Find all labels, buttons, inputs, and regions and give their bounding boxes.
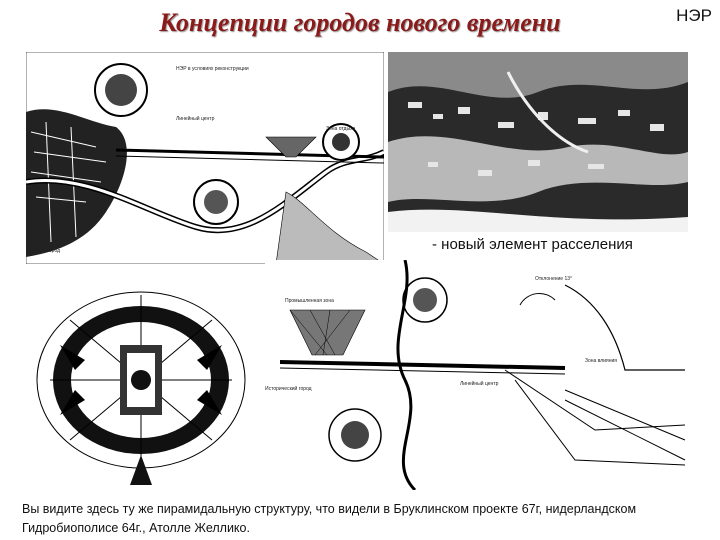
corner-label: НЭР xyxy=(676,6,712,25)
aerial-model-image xyxy=(388,52,688,232)
svg-text:Зона влияния: Зона влияния xyxy=(585,358,617,364)
aerial-model-photo xyxy=(388,52,688,232)
pyramid-structure-drawing: Промышленная зона Отклонение 13° Зона вл… xyxy=(265,260,695,490)
radial-city-figure xyxy=(30,285,252,492)
svg-text:Промышленная зона: Промышленная зона xyxy=(285,298,334,304)
svg-text:Старый город: Старый город xyxy=(28,247,60,254)
radial-city-drawing xyxy=(30,285,252,492)
svg-text:НЭР в условиях реконструкции: НЭР в условиях реконструкции xyxy=(176,66,249,72)
svg-text:Линейный центр: Линейный центр xyxy=(176,115,215,122)
svg-text:Отклонение 13°: Отклонение 13° xyxy=(535,276,572,282)
svg-text:Исторический город: Исторический город xyxy=(265,385,312,392)
slide-body-text: Вы видите здесь ту же пирамидальную стру… xyxy=(22,502,637,535)
svg-text:Линейный центр: Линейный центр xyxy=(460,380,499,387)
photo-caption: - новый элемент расселения xyxy=(432,236,633,253)
city-plan-figure: НЭР в условиях реконструкции Линейный це… xyxy=(26,52,384,264)
slide-title: Концепции городов нового времени xyxy=(159,8,561,37)
city-plan-drawing: НЭР в условиях реконструкции Линейный це… xyxy=(26,52,384,264)
pyramid-structure-figure: Промышленная зона Отклонение 13° Зона вл… xyxy=(265,260,695,490)
svg-text:Зона отдыха: Зона отдыха xyxy=(326,126,355,132)
